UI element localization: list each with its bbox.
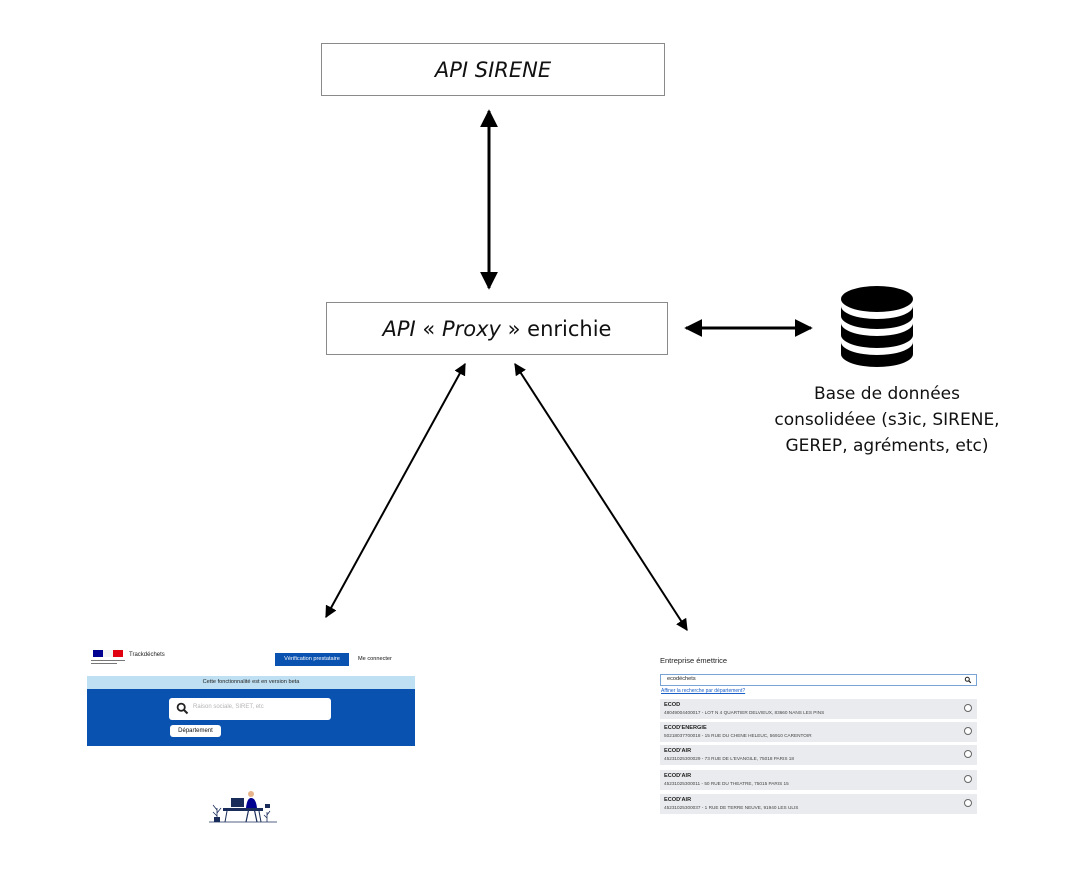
result-radio[interactable] — [964, 704, 972, 712]
search-icon — [964, 676, 972, 684]
search-placeholder: Raison sociale, SIRET, etc — [193, 704, 264, 710]
result-address: 48049004400017 - LOT N 4 QUARTIER DELVIE… — [664, 710, 825, 715]
beta-notice: Cette fonctionnalité est en version beta — [87, 676, 415, 689]
node-api-proxy-label-word: Proxy — [441, 316, 501, 341]
login-link[interactable]: Me connecter — [358, 656, 392, 662]
database-label-line: consolidéee (s3ic, SIRENE, — [774, 410, 1000, 430]
arrow-proxy-left-screen — [325, 362, 466, 619]
section-title: Entreprise émettrice — [660, 656, 728, 665]
result-name: ECOD'AIR — [664, 748, 692, 754]
refine-by-department-link[interactable]: Affiner la recherche par département? — [661, 688, 746, 694]
result-name: ECOD — [664, 702, 681, 708]
result-address: 45231025300029 - 73 RUE DE L'EVANGILE, 7… — [664, 756, 794, 761]
result-address: 45231025300011 - 50 RUE DU THEATRE, 7501… — [664, 781, 789, 786]
result-item[interactable]: ECOD 48049004400017 - LOT N 4 QUARTIER D… — [660, 699, 977, 719]
arrow-proxy-right-screen — [514, 362, 688, 632]
result-name: ECOD'AIR — [664, 773, 692, 779]
search-hero: Raison sociale, SIRET, etc Département — [87, 689, 415, 746]
database-label-line: Base de données — [814, 384, 960, 404]
node-api-sirene-label: API SIRENE — [434, 57, 552, 82]
result-radio[interactable] — [964, 799, 972, 807]
result-address: 50218037700018 - 15 RUE DU CHENE HELEUC,… — [664, 733, 812, 738]
department-button[interactable]: Département — [170, 725, 221, 737]
result-item[interactable]: ECOD'AIR 45231025300011 - 50 RUE DU THEA… — [660, 770, 977, 790]
node-api-proxy: API « Proxy » enrichie — [326, 302, 668, 355]
result-address: 45231025300037 - 1 RUE DE TERRE NEUVE, 9… — [664, 805, 799, 810]
verification-button[interactable]: Vérification prestataire — [275, 653, 349, 666]
result-item[interactable]: ECOD'AIR 45231025300037 - 1 RUE DE TERRE… — [660, 794, 977, 814]
result-item[interactable]: ECOD'AIR 45231025300029 - 73 RUE DE L'EV… — [660, 745, 977, 765]
company-search-value: ecodéchets — [667, 676, 696, 682]
node-api-proxy-label-prefix: API — [382, 316, 416, 341]
node-api-sirene: API SIRENE — [321, 43, 665, 96]
node-api-proxy-label-suffix: » enrichie — [500, 316, 612, 341]
person-at-desk-illustration — [209, 791, 277, 823]
result-radio[interactable] — [964, 775, 972, 783]
result-radio[interactable] — [964, 750, 972, 758]
result-radio[interactable] — [964, 727, 972, 735]
result-name: ECOD'AIR — [664, 797, 692, 803]
brand-name: Trackdéchets — [129, 652, 165, 658]
database-label-line: GEREP, agréments, etc) — [785, 436, 989, 456]
node-api-proxy-label-open: « — [415, 316, 442, 341]
database-label: Base de données consolidéee (s3ic, SIREN… — [742, 381, 1032, 459]
result-name: ECOD'ENERGIE — [664, 725, 707, 731]
result-item[interactable]: ECOD'ENERGIE 50218037700018 - 15 RUE DU … — [660, 722, 977, 742]
republique-francaise-logo — [89, 648, 127, 666]
database-icon — [841, 286, 913, 367]
screenshot-company-search: Entreprise émettrice ecodéchets Affiner … — [657, 653, 979, 823]
screenshot-verification-page: Trackdéchets Vérification prestataire Me… — [87, 644, 415, 824]
company-search-input[interactable]: ecodéchets — [660, 674, 977, 686]
search-input[interactable]: Raison sociale, SIRET, etc — [169, 698, 331, 720]
search-icon — [176, 702, 189, 715]
